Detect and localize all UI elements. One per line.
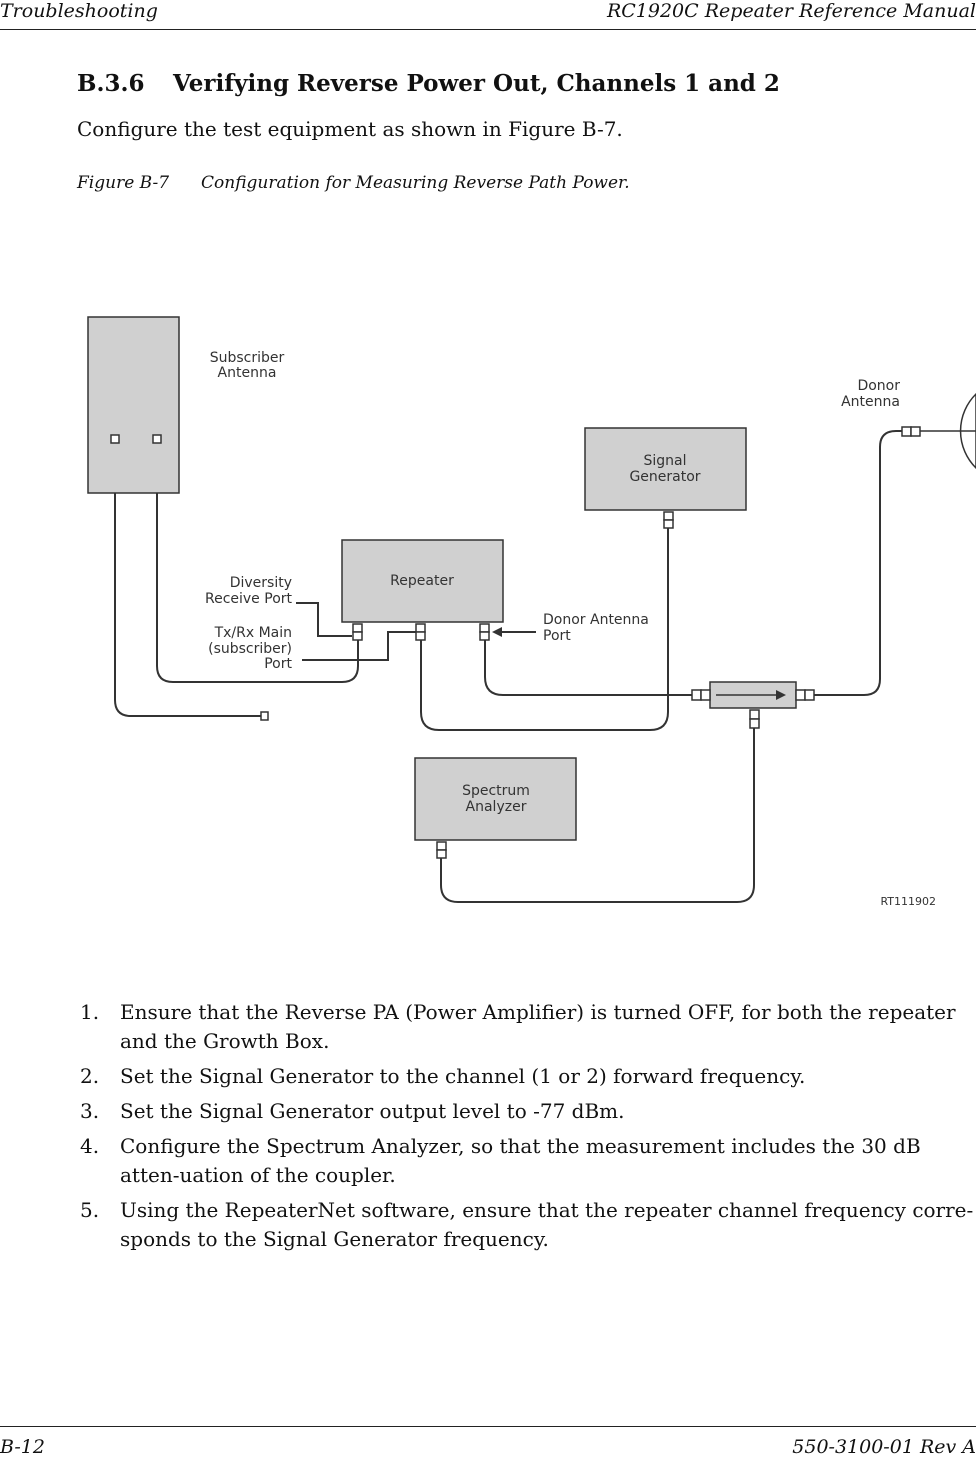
test-setup-diagram: Subscriber Antenna Donor Antenna Signal …	[87, 316, 976, 908]
cable-coupler-donor	[813, 430, 902, 696]
donor-port-label-1: Donor Antenna	[543, 612, 649, 628]
figure-caption-text: Configuration for Measuring Reverse Path…	[201, 173, 630, 193]
repeater-label: Repeater	[390, 573, 454, 589]
donor-port-arrowhead	[492, 627, 502, 637]
txrx-port-label-3: Port	[264, 656, 292, 672]
section-heading: B.3.6 Verifying Reverse Power Out, Channe…	[77, 70, 780, 97]
leader-diversity	[296, 602, 352, 637]
step-item: 1. Ensure that the Reverse PA (Power Ampl…	[80, 998, 976, 1056]
cable-repeater-coupler	[484, 640, 692, 696]
page-number: B-12	[0, 1436, 45, 1458]
signal-generator-label-1: Signal	[643, 453, 686, 469]
donor-connector-a	[901, 426, 912, 437]
spectrum-analyzer-label-2: Analyzer	[466, 799, 527, 815]
coupler-in-connector-b	[700, 689, 711, 701]
procedure-steps: 1. Ensure that the Reverse PA (Power Ampl…	[80, 998, 976, 1260]
spectrum-analyzer	[414, 757, 577, 841]
document-number: 550-3100-01 Rev A	[792, 1436, 976, 1458]
coupler-arrowhead	[776, 690, 786, 700]
step-number: 1.	[80, 1000, 100, 1024]
diversity-port-label-1: Diversity	[230, 575, 292, 591]
repeater-main-connector-b	[415, 631, 426, 641]
step-number: 3.	[80, 1099, 100, 1123]
running-header-right: RC1920C Repeater Reference Manual	[606, 0, 976, 22]
coupler-tap-connector-a	[749, 709, 760, 720]
txrx-port-label-2: (subscriber)	[208, 641, 292, 657]
donor-antenna-label-1: Donor	[857, 378, 900, 394]
step-text: Ensure that the Reverse PA (Power Amplif…	[120, 1000, 956, 1053]
section-number: B.3.6	[77, 70, 145, 97]
subscriber-antenna-label-1: Subscriber	[210, 350, 285, 366]
step-text: Using the RepeaterNet software, ensure t…	[120, 1198, 974, 1251]
donor-port-label-2: Port	[543, 628, 571, 644]
running-header-left: Troubleshooting	[0, 0, 158, 22]
leader-txrx	[302, 631, 416, 661]
step-item: 2. Set the Signal Generator to the channe…	[80, 1062, 976, 1091]
step-item: 3. Set the Signal Generator output level …	[80, 1097, 976, 1126]
coupler-tap-connector-b	[749, 718, 760, 729]
step-text: Configure the Spectrum Analyzer, so that…	[120, 1134, 921, 1187]
subscriber-connector-2	[152, 434, 162, 444]
step-item: 4. Configure the Spectrum Analyzer, so th…	[80, 1132, 976, 1190]
step-number: 4.	[80, 1134, 100, 1158]
coupler-out-connector-b	[804, 689, 815, 701]
section-title: Verifying Reverse Power Out, Channels 1 …	[173, 70, 780, 97]
footer-rule	[0, 1426, 976, 1427]
repeater-diversity-connector-a	[352, 623, 363, 633]
subscriber-antenna-label-2: Antenna	[218, 365, 277, 381]
analyzer-connector-a	[436, 841, 447, 851]
subscriber-antenna	[87, 316, 180, 494]
step-text: Set the Signal Generator to the channel …	[120, 1064, 806, 1088]
figure-caption: Figure B-7 Configuration for Measuring Re…	[77, 173, 630, 193]
figure-label: Figure B-7	[77, 173, 170, 193]
coupler-in-connector-a	[691, 689, 702, 701]
repeater-donor-connector-b	[479, 631, 490, 641]
donor-connector-b	[910, 426, 921, 437]
spectrum-analyzer-label-1: Spectrum	[462, 783, 530, 799]
cable-subscriber-diversity	[114, 444, 262, 717]
analyzer-connector-b	[436, 849, 447, 859]
figure-reference-code: RT111902	[880, 895, 936, 908]
donor-antenna-label-2: Antenna	[841, 394, 900, 410]
txrx-port-label-1: Tx/Rx Main	[214, 625, 292, 641]
step-text: Set the Signal Generator output level to…	[120, 1099, 625, 1123]
repeater-unit	[341, 539, 504, 623]
step-number: 2.	[80, 1064, 100, 1088]
siggen-connector-b	[663, 519, 674, 529]
coupler-out-connector-a	[795, 689, 806, 701]
signal-generator-label-2: Generator	[629, 469, 700, 485]
open-cable-end	[260, 711, 269, 721]
repeater-donor-connector-a	[479, 623, 490, 633]
header-rule	[0, 29, 976, 30]
cable-coupler-analyzer	[440, 728, 755, 903]
subscriber-connector-1	[110, 434, 120, 444]
signal-generator	[584, 427, 747, 511]
diversity-port-label-2: Receive Port	[205, 591, 293, 607]
siggen-connector-a	[663, 511, 674, 521]
cable-repeater-siggen	[420, 528, 669, 731]
cable-subscriber-main	[156, 444, 359, 683]
repeater-main-connector-a	[415, 623, 426, 633]
intro-paragraph: Configure the test equipment as shown in…	[77, 117, 623, 141]
step-item: 5. Using the RepeaterNet software, ensure…	[80, 1196, 976, 1254]
step-number: 5.	[80, 1198, 100, 1222]
repeater-diversity-connector-b	[352, 631, 363, 641]
